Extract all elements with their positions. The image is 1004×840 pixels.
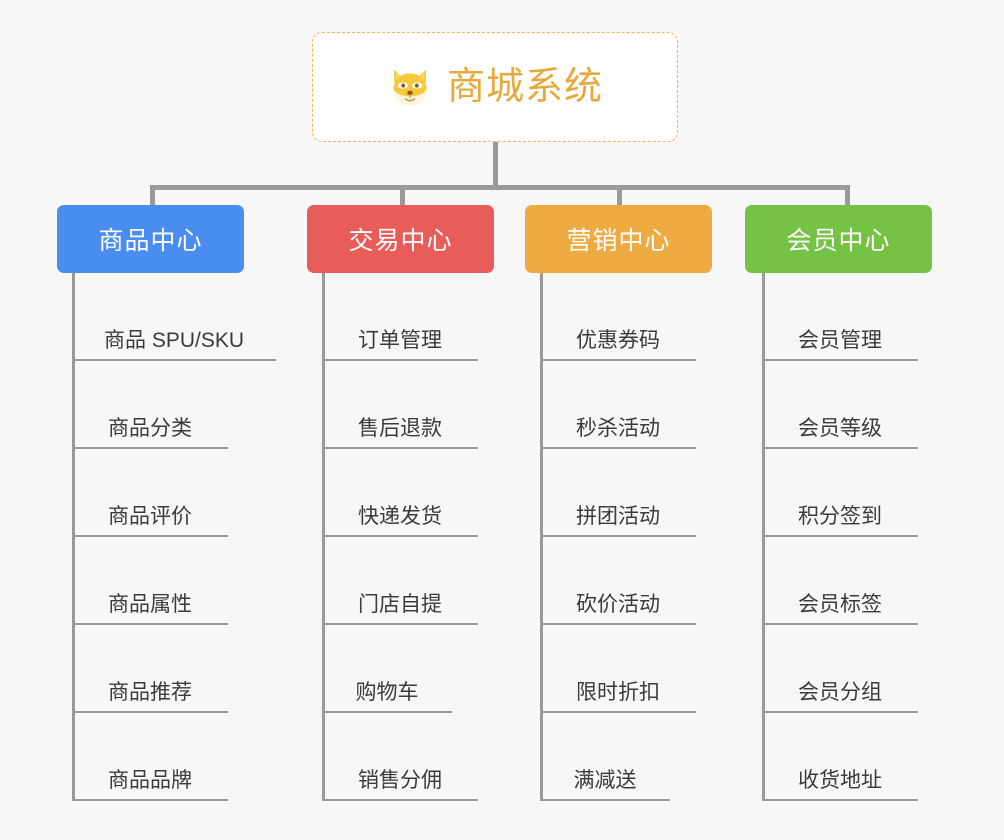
leaf-label: 购物车 (355, 680, 419, 704)
leaf-item-product-1[interactable]: 商品 SPU/SKU (72, 273, 276, 361)
leaf-item-marketing-5[interactable]: 限时折扣 (540, 625, 696, 713)
category-box-marketing-center[interactable]: 营销中心 (525, 205, 712, 273)
leaf-label: 会员管理 (798, 328, 882, 352)
leaf-spine-member-center (762, 273, 765, 801)
leaf-item-marketing-3[interactable]: 拼团活动 (540, 449, 696, 537)
category-box-member-center[interactable]: 会员中心 (745, 205, 932, 273)
leaf-item-trade-4[interactable]: 门店自提 (322, 537, 478, 625)
leaf-item-member-3[interactable]: 积分签到 (762, 449, 918, 537)
category-box-product-center[interactable]: 商品中心 (57, 205, 244, 273)
leaf-label: 订单管理 (358, 328, 442, 352)
category-title-product-center: 商品中心 (98, 227, 203, 255)
leaf-label: 拼团活动 (576, 504, 660, 528)
connector-horizontal-bus (150, 185, 850, 190)
leaf-item-product-4[interactable]: 商品属性 (72, 537, 228, 625)
connector-drop-2 (400, 185, 405, 207)
leaf-label: 商品 SPU/SKU (103, 328, 245, 352)
leaf-label: 售后退款 (358, 416, 442, 440)
leaf-label: 门店自提 (358, 592, 442, 616)
leaf-item-marketing-4[interactable]: 砍价活动 (540, 537, 696, 625)
leaf-item-product-2[interactable]: 商品分类 (72, 361, 228, 449)
leaf-label: 快递发货 (358, 504, 442, 528)
leaf-item-trade-5[interactable]: 购物车 (322, 625, 452, 713)
connector-drop-1 (150, 185, 155, 207)
root-title: 商城系统 (446, 66, 603, 108)
connector-drop-3 (617, 185, 622, 207)
connector-root-vertical (493, 142, 498, 188)
leaf-label: 商品属性 (108, 592, 192, 616)
leaf-item-trade-2[interactable]: 售后退款 (322, 361, 478, 449)
leaf-item-member-1[interactable]: 会员管理 (762, 273, 918, 361)
leaf-spine-marketing-center (540, 273, 543, 801)
leaf-item-member-5[interactable]: 会员分组 (762, 625, 918, 713)
leaf-item-member-6[interactable]: 收货地址 (762, 713, 918, 801)
leaf-item-trade-6[interactable]: 销售分佣 (322, 713, 478, 801)
leaf-label: 商品品牌 (108, 768, 192, 792)
leaf-label: 秒杀活动 (576, 416, 660, 440)
leaf-label: 会员标签 (798, 592, 882, 616)
leaf-label: 优惠券码 (576, 328, 660, 352)
leaf-item-member-4[interactable]: 会员标签 (762, 537, 918, 625)
leaf-label: 收货地址 (798, 768, 882, 792)
leaf-item-product-3[interactable]: 商品评价 (72, 449, 228, 537)
leaf-label: 积分签到 (798, 504, 882, 528)
leaf-label: 销售分佣 (358, 768, 442, 792)
leaf-label: 限时折扣 (576, 680, 660, 704)
leaf-label: 砍价活动 (576, 592, 660, 616)
leaf-label: 会员分组 (798, 680, 882, 704)
shiba-dog-face-icon (393, 69, 427, 106)
category-title-marketing-center: 营销中心 (566, 227, 671, 255)
leaf-label: 满减送 (573, 768, 637, 792)
leaf-item-marketing-6[interactable]: 满减送 (540, 713, 670, 801)
connector-drop-4 (845, 185, 850, 207)
leaf-label: 商品评价 (108, 504, 192, 528)
leaf-item-product-5[interactable]: 商品推荐 (72, 625, 228, 713)
leaf-item-trade-1[interactable]: 订单管理 (322, 273, 478, 361)
category-title-trade-center: 交易中心 (348, 227, 453, 255)
category-title-member-center: 会员中心 (786, 227, 891, 255)
leaf-label: 会员等级 (798, 416, 882, 440)
leaf-label: 商品推荐 (108, 680, 192, 704)
leaf-item-trade-3[interactable]: 快递发货 (322, 449, 478, 537)
root-node-mall-system[interactable]: 商城系统 (312, 32, 678, 142)
leaf-spine-trade-center (322, 273, 325, 801)
leaf-item-member-2[interactable]: 会员等级 (762, 361, 918, 449)
leaf-label: 商品分类 (108, 416, 192, 440)
leaf-spine-product-center (72, 273, 75, 801)
leaf-item-marketing-2[interactable]: 秒杀活动 (540, 361, 696, 449)
leaf-item-product-6[interactable]: 商品品牌 (72, 713, 228, 801)
category-box-trade-center[interactable]: 交易中心 (307, 205, 494, 273)
leaf-item-marketing-1[interactable]: 优惠券码 (540, 273, 696, 361)
